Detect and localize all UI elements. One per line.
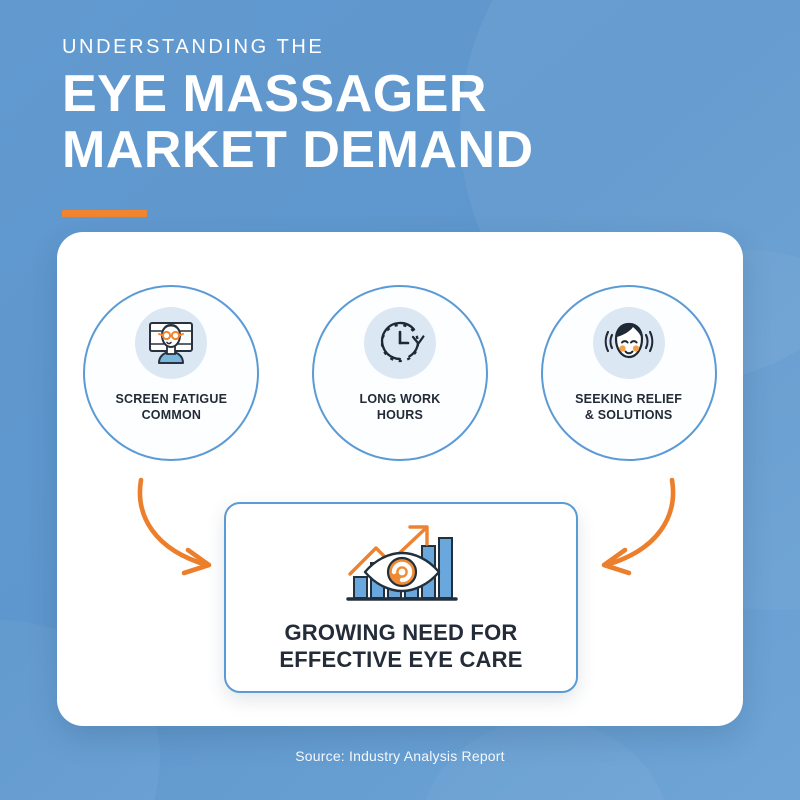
factor-circle-screen-fatigue[interactable]: SCREEN FATIGUE COMMON [83,285,260,461]
factor-label-line-2: HOURS [376,408,424,422]
factor-label-seeking-relief: SEEKING RELIEF & SOLUTIONS [554,391,704,423]
icon-backdrop [592,307,665,379]
factor-label-long-work-hours: LONG WORK HOURS [325,391,475,423]
result-title: GROWING NEED FOR EFFECTIVE EYE CARE [279,620,522,674]
result-title-line-2: EFFECTIVE EYE CARE [279,646,523,672]
eyebrow-text: UNDERSTANDING THE [62,36,325,58]
factor-label-screen-fatigue: SCREEN FATIGUE COMMON [96,391,246,423]
source-note: Source: Industry Analysis Report [295,748,505,764]
icon-backdrop [135,307,208,379]
page-title-line-1: EYE MASSAGER [62,65,487,123]
growth-chart-eye-icon [346,524,458,601]
factor-label-line-1: SEEKING RELIEF [575,392,683,406]
clock-with-arrow-icon [380,321,425,363]
factor-circle-long-work-hours[interactable]: LONG WORK HOURS [311,285,488,461]
page-title-line-2: MARKET DEMAND [62,121,534,180]
factor-label-line-1: SCREEN FATIGUE [115,392,228,406]
factor-label-line-2: COMMON [141,408,202,422]
header: UNDERSTANDING THE EYE MASSAGER MARKET DE… [62,36,662,218]
icon-backdrop [363,307,436,379]
accent-underline-bar [62,210,147,218]
factor-label-line-2: & SOLUTIONS [584,408,673,422]
factor-circle-row: SCREEN FATIGUE COMMON LONG WORK HOURS [57,284,743,462]
factor-circle-seeking-relief[interactable]: SEEKING RELIEF & SOLUTIONS [540,285,717,461]
factor-label-line-1: LONG WORK [359,392,441,406]
result-title-line-1: GROWING NEED FOR [284,619,518,645]
person-at-monitor-icon [149,322,194,364]
result-card[interactable]: GROWING NEED FOR EFFECTIVE EYE CARE [224,502,578,693]
relaxed-face-icon [604,322,653,359]
